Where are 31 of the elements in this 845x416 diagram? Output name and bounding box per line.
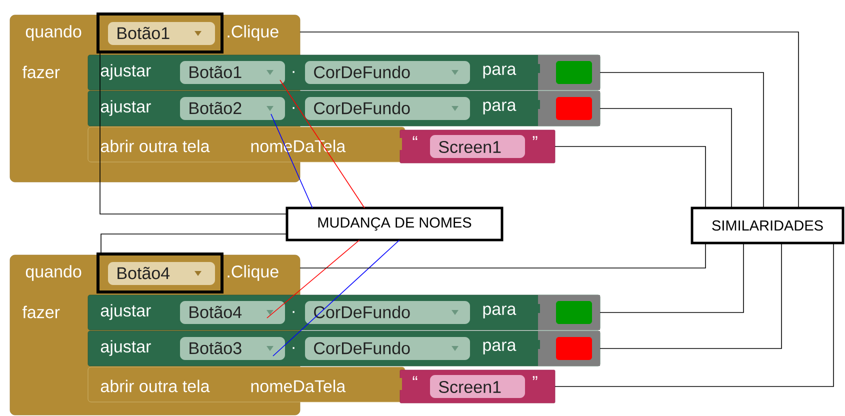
color-swatch (556, 97, 592, 120)
leader-line (300, 242, 706, 268)
dropdown: Botão3 (180, 337, 285, 360)
dropdown: Botão2 (180, 97, 285, 120)
leader-line (266, 240, 360, 318)
leader-line (600, 242, 782, 349)
highlighted-dropdown: Botão1 (96, 12, 224, 54)
dropdown: Botão1 (180, 61, 285, 84)
dropdown: CorDeFundo (305, 61, 470, 84)
text-value: Screen1 (430, 375, 525, 398)
dropdown: CorDeFundo (305, 97, 470, 120)
color-swatch (556, 61, 592, 84)
leader-line (600, 72, 764, 208)
color-swatch (556, 337, 592, 360)
dropdown: Botão4 (180, 301, 285, 324)
text-value: Screen1 (430, 135, 525, 158)
leader-line (600, 108, 732, 208)
leader-line (300, 32, 799, 208)
open-screen-block: abrir outra tela nomeDaTela (88, 366, 406, 402)
leader-line (100, 234, 288, 254)
dropdown: CorDeFundo (305, 337, 470, 360)
leader-line (554, 146, 706, 208)
leader-line (270, 114, 313, 208)
highlighted-dropdown: Botão4 (96, 252, 224, 294)
leader-line (600, 242, 744, 313)
leader-line (554, 242, 834, 387)
callout-box: SIMILARIDADES (690, 206, 844, 244)
leader-line (272, 240, 400, 356)
color-swatch (556, 301, 592, 324)
leader-line (100, 52, 288, 214)
callout-box: MUDANÇA DE NOMES (286, 206, 504, 242)
